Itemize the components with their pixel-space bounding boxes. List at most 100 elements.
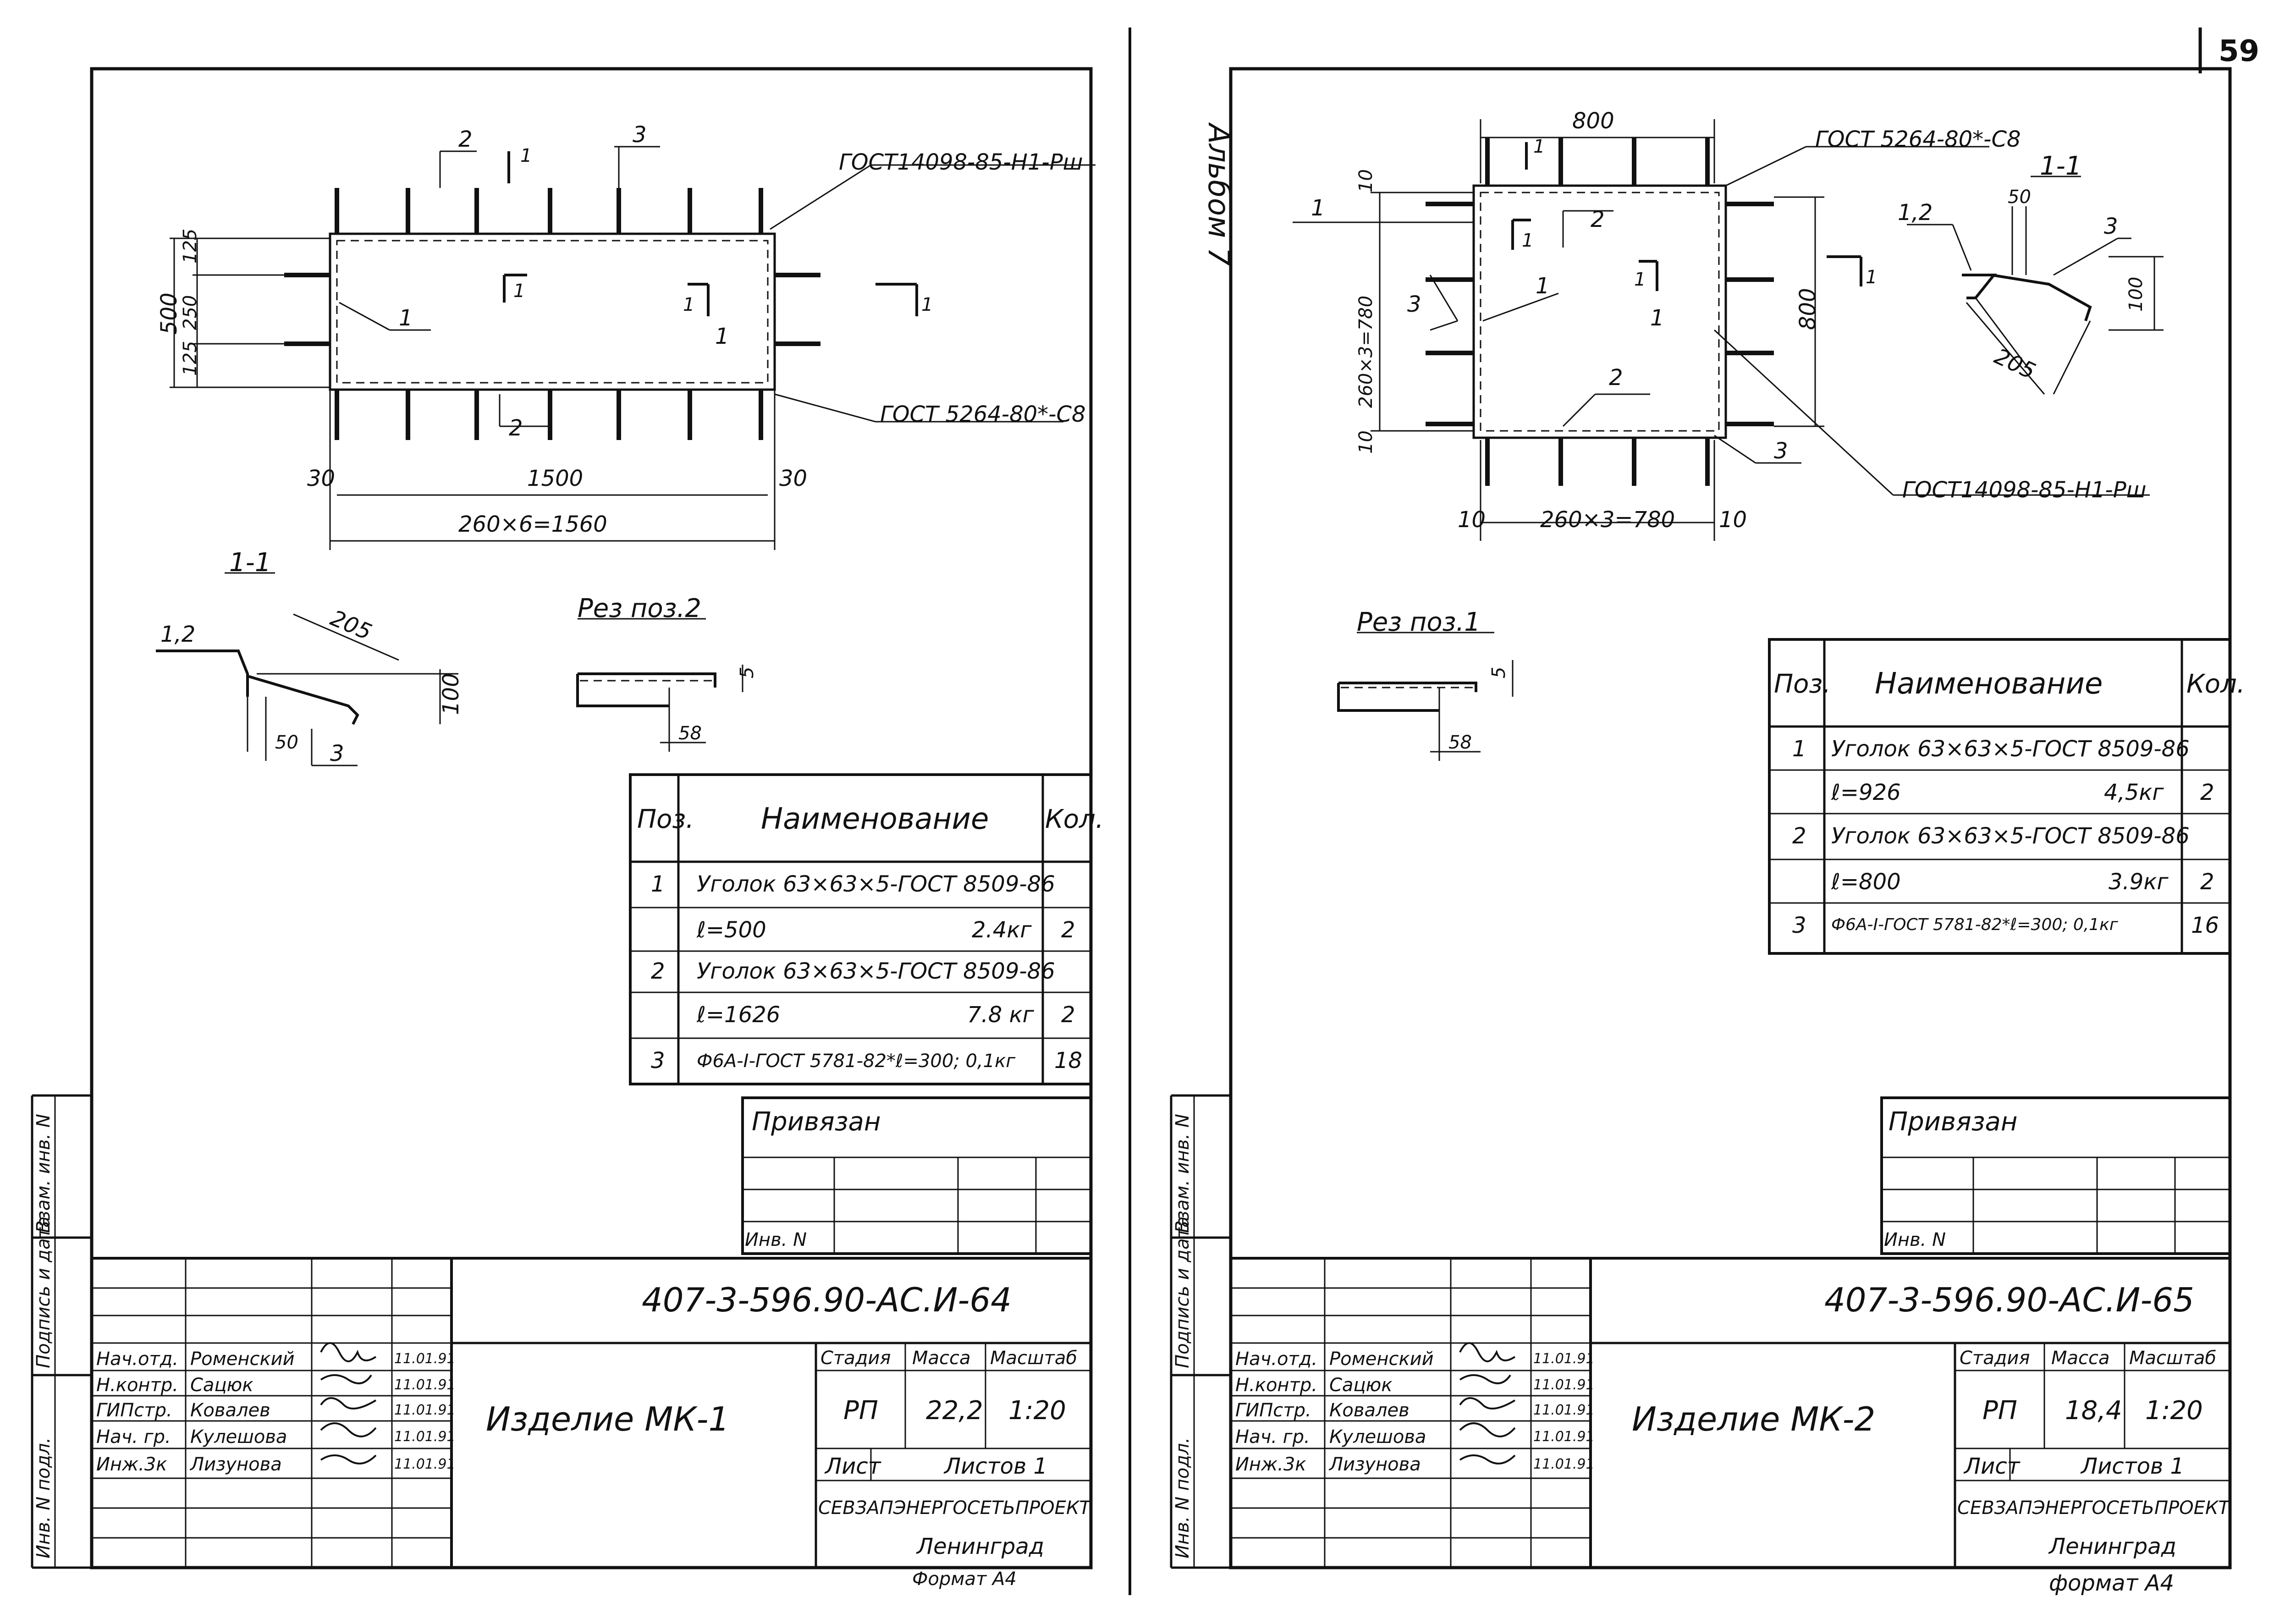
staff-role: ГИПстр. <box>1235 1400 1311 1421</box>
staff-date: 11.01.91 <box>1533 1351 1595 1367</box>
gost-14098-label: ГОСТ14098-85-Н1-Рш <box>839 149 1083 175</box>
section-title: 1-1 <box>229 548 271 578</box>
dim-30-right: 30 <box>779 466 808 491</box>
staff-date: 11.01.91 <box>1533 1429 1595 1445</box>
sheets-count: Листов 1 <box>944 1453 1048 1479</box>
section-title: 1-1 <box>2040 151 2082 181</box>
cut-dim-58: 58 <box>678 723 702 744</box>
staff-date: 11.01.91 <box>394 1402 456 1418</box>
spec-row-name: ℓ=500 <box>697 917 766 943</box>
pos-label: 2 <box>1591 207 1605 232</box>
staff-date: 11.01.91 <box>1533 1456 1595 1472</box>
dim-125-top: 125 <box>180 228 201 264</box>
album-label: Альбом 7 <box>1201 124 1235 266</box>
scale-label: Масштаб <box>2129 1348 2217 1369</box>
section-mark: 1 <box>1634 269 1646 290</box>
product-name: Изделие МК-2 <box>1632 1400 1876 1438</box>
spec-row-name: Уголок 63×63×5-ГОСТ 8509-86 <box>697 871 1055 897</box>
staff-name: Сацюк <box>1329 1375 1393 1396</box>
product-name: Изделие МК-1 <box>486 1400 730 1438</box>
spec-row-pos: 3 <box>1792 913 1806 938</box>
dim-800-right: 800 <box>1795 288 1821 330</box>
organization: СЕВЗАПЭНЕРГОСЕТЬПРОЕКТ <box>818 1497 1090 1519</box>
pos-label: 1 <box>1311 195 1325 221</box>
pos-label: 3 <box>1407 292 1421 317</box>
pos-label-2-bottom: 2 <box>509 415 523 441</box>
spec-row-name: Уголок 63×63×5-ГОСТ 8509-86 <box>1831 736 2190 762</box>
section-mark: 1 <box>1866 267 1878 288</box>
spec-header-name: Наименование <box>1875 667 2103 701</box>
spec-row-name: Уголок 63×63×5-ГОСТ 8509-86 <box>697 958 1055 984</box>
staff-date: 11.01.91 <box>394 1429 456 1445</box>
spec-header-pos: Поз. <box>1774 669 1831 699</box>
staff-name: Лизунова <box>1329 1454 1421 1475</box>
sheet-label: Лист <box>1964 1453 2020 1479</box>
pos-label: 3 <box>1774 438 1788 464</box>
spec-row-qty: 18 <box>1054 1048 1083 1073</box>
spec-row-qty: 16 <box>2191 913 2219 938</box>
document-code: 407-3-596.90-АС.И-65 <box>1824 1281 2194 1319</box>
spec-row-mass: 2.4кг <box>972 917 1032 943</box>
spec-row-mass: 3.9кг <box>2109 869 2169 895</box>
staff-name: Сацюк <box>190 1375 253 1396</box>
page-number: 59 <box>2219 34 2260 68</box>
section-label-3: 3 <box>2104 214 2118 239</box>
gost-5264-label: ГОСТ 5264-80*-С8 <box>1815 127 2021 152</box>
section-mark: 1 <box>520 145 532 166</box>
pos-label: 1 <box>1536 273 1550 299</box>
pos-label-1-left: 1 <box>399 305 413 331</box>
staff-date: 11.01.91 <box>394 1377 456 1393</box>
stage-label: Стадия <box>1960 1348 2030 1369</box>
scale-value: 1:20 <box>2145 1396 2203 1426</box>
dim-10-right: 10 <box>1719 507 1747 533</box>
staff-role: Нач. гр. <box>96 1426 171 1448</box>
section-mark: 1 <box>1533 136 1545 157</box>
staff-date: 11.01.91 <box>394 1456 456 1472</box>
spec-row-name: ℓ=800 <box>1831 869 1901 895</box>
spec-header-qty: Кол. <box>2186 669 2245 699</box>
format: формат А4 <box>2049 1570 2175 1596</box>
dim-10-left: 10 <box>1458 507 1486 533</box>
side-label-inv-podl: Инв. N подл. <box>33 1437 54 1558</box>
staff-role: Инж.3к <box>96 1454 167 1475</box>
cut-dim-5: 5 <box>737 666 758 678</box>
cut-title: Рез поз.2 <box>578 594 701 623</box>
dim-10-top-left: 10 <box>1355 169 1377 193</box>
spec-header-name: Наименование <box>761 802 989 836</box>
staff-role: Н.контр. <box>1235 1375 1317 1396</box>
spec-row-pos: 2 <box>1792 823 1806 849</box>
side-label-signature-date: Подпись и дата <box>33 1216 54 1368</box>
staff-date: 11.01.91 <box>1533 1377 1595 1393</box>
spec-row-name: Уголок 63×63×5-ГОСТ 8509-86 <box>1831 823 2190 849</box>
section-label-1-2: 1,2 <box>1898 200 1933 226</box>
pos-label-1-right: 1 <box>715 324 729 349</box>
pos-label-2-top: 2 <box>458 127 473 152</box>
staff-name: Роменский <box>190 1349 295 1370</box>
inv-n-label: Инв. N <box>1884 1229 1946 1250</box>
section-mark: 1 <box>513 281 525 302</box>
organization: СЕВЗАПЭНЕРГОСЕТЬПРОЕКТ <box>1957 1497 2230 1519</box>
spec-row-mass: 4,5кг <box>2104 780 2164 805</box>
mass-label: Масса <box>912 1348 971 1369</box>
staff-name: Кулешова <box>190 1426 287 1448</box>
section-label-3: 3 <box>330 741 344 766</box>
spec-row-qty: 2 <box>1061 1002 1075 1028</box>
mass-value: 22,2 <box>926 1396 983 1426</box>
side-label-inv-podl: Инв. N подл. <box>1172 1437 1193 1558</box>
side-label-vzam-inv: Взам. инв. N <box>1172 1114 1193 1233</box>
format: Формат А4 <box>912 1569 1017 1590</box>
staff-role: Нач.отд. <box>1235 1349 1318 1370</box>
mass-value: 18,4 <box>2065 1396 2122 1426</box>
staff-name: Ковалев <box>1329 1400 1410 1421</box>
dim-250: 250 <box>180 295 201 330</box>
dim-800-top: 800 <box>1572 108 1614 134</box>
staff-role: Нач.отд. <box>96 1349 179 1370</box>
gost-14098-label: ГОСТ14098-85-Н1-Рш <box>1902 477 2147 503</box>
stage-label: Стадия <box>820 1348 891 1369</box>
dim-total: 260×6=1560 <box>458 512 607 537</box>
spec-row-name: Ф6А-I-ГОСТ 5781-82*ℓ=300; 0,1кг <box>1831 915 2118 934</box>
section-mark: 1 <box>1522 230 1534 251</box>
sheets-count: Листов 1 <box>2081 1453 2185 1479</box>
stage-value: РП <box>843 1396 878 1426</box>
